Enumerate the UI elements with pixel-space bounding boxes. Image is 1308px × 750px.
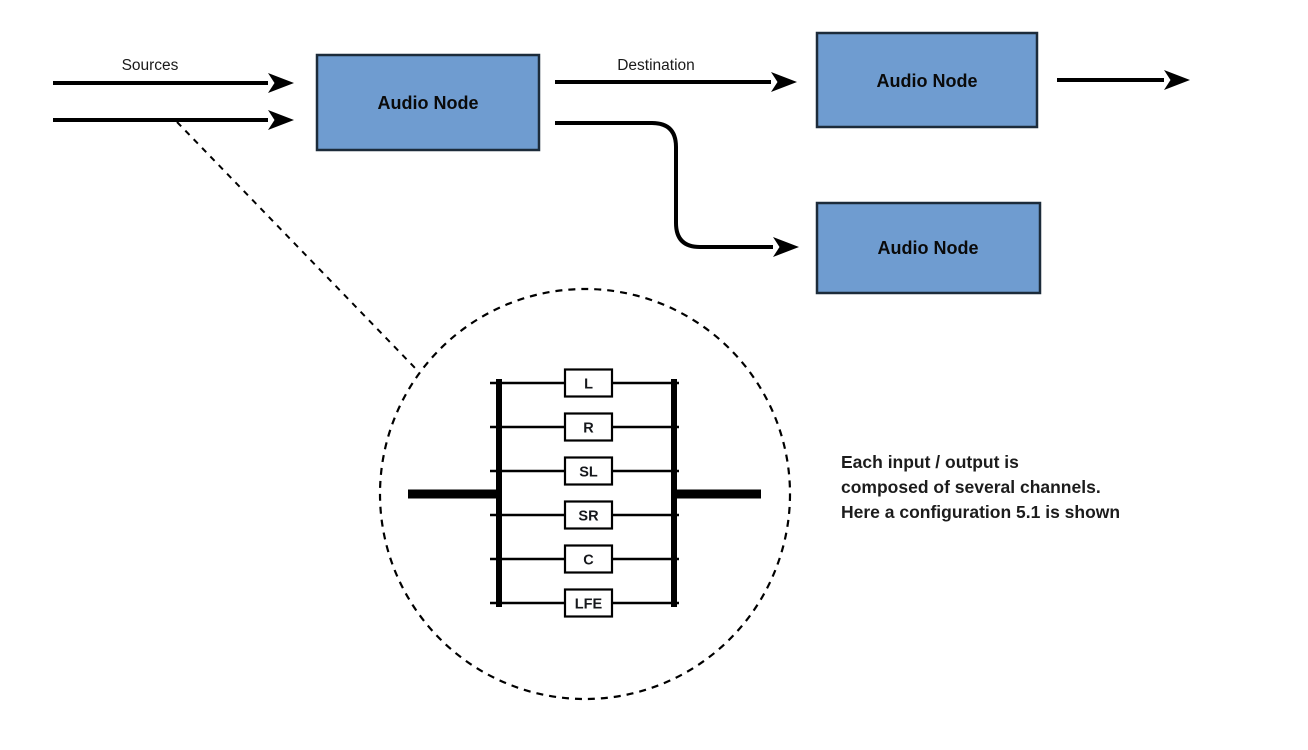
channel-label-sl: SL	[579, 465, 598, 481]
channel-label-sr: SR	[578, 509, 599, 525]
channel-box-r	[563, 412, 614, 442]
zoom-detail-circle	[378, 287, 792, 701]
audio-node-destination-bottom-label: Audio Node	[878, 238, 979, 258]
channel-row-l: L	[490, 368, 679, 398]
channel-box-lfe	[563, 588, 614, 618]
destination-label: Destination	[617, 57, 695, 74]
caption-line-3: Here a configuration 5.1 is shown	[841, 502, 1120, 522]
channel-row-c: C	[490, 544, 679, 574]
channel-row-sl: SL	[490, 456, 679, 486]
audio-node-destination-top: Audio Node	[815, 31, 1039, 129]
channel-box-c	[563, 544, 614, 574]
sources-label: Sources	[122, 57, 179, 74]
channel-row-sr: SR	[490, 500, 679, 530]
channel-row-lfe: LFE	[490, 588, 679, 618]
channel-label-c: C	[583, 553, 594, 569]
audio-node-source-label: Audio Node	[378, 93, 479, 113]
audio-node-source-box	[315, 53, 541, 152]
elbow-arrow-to-bottom-node	[555, 121, 799, 257]
channel-label-l: L	[584, 377, 593, 393]
channel-box-sl	[563, 456, 614, 486]
channel-detail-group: L R SL SR	[408, 368, 761, 618]
audio-node-destination-bottom-box	[815, 201, 1042, 295]
zoom-callout-line	[176, 121, 418, 371]
channel-row-r: R	[490, 412, 679, 442]
audio-node-destination-top-label: Audio Node	[877, 71, 978, 91]
audio-node-destination-top-box	[815, 31, 1039, 129]
channel-label-r: R	[583, 421, 594, 437]
channel-box-l	[563, 368, 614, 398]
caption-line-2: composed of several channels.	[841, 477, 1101, 497]
channel-box-sr	[563, 500, 614, 530]
audio-node-destination-bottom: Audio Node	[815, 201, 1042, 295]
caption-text: Each input / output is composed of sever…	[841, 452, 1120, 522]
caption-line-1: Each input / output is	[841, 452, 1019, 472]
audio-node-source: Audio Node	[315, 53, 541, 152]
channel-label-lfe: LFE	[575, 597, 603, 613]
